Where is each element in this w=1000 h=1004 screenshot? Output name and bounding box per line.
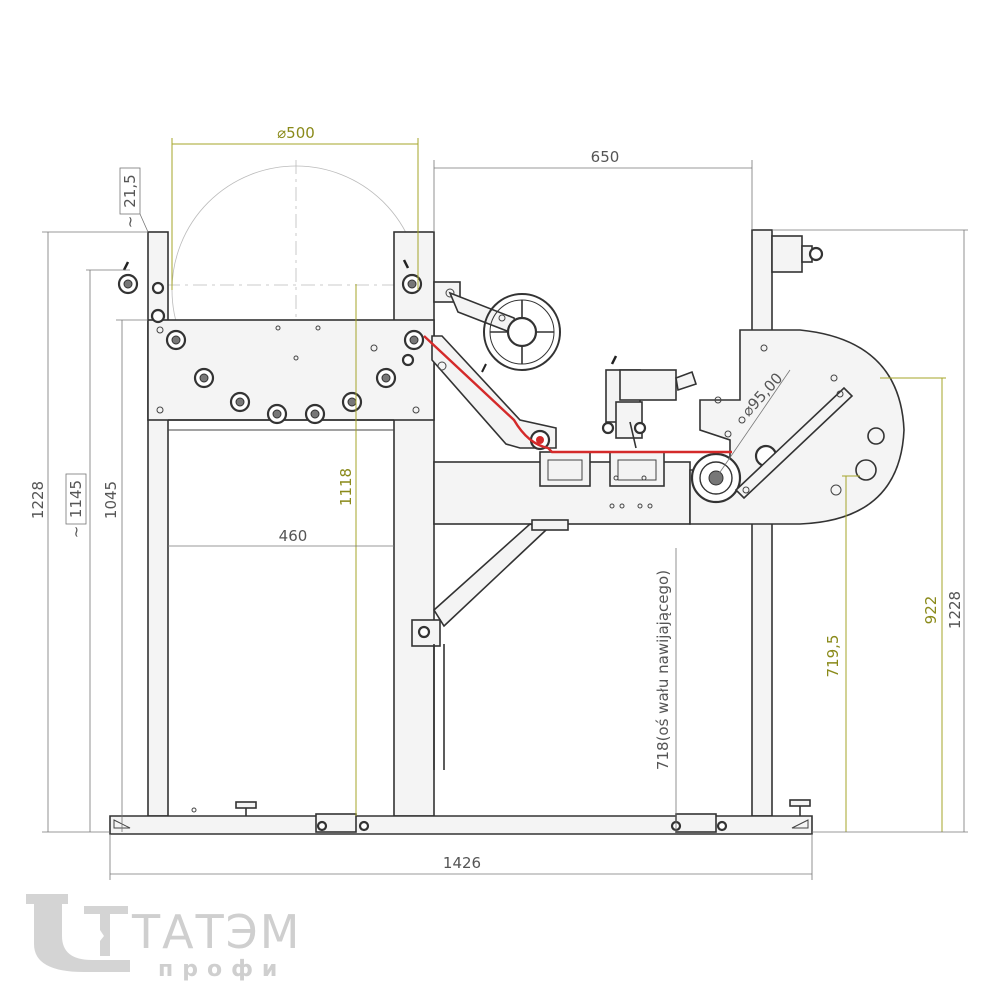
logo-subtitle: профи xyxy=(158,957,286,982)
dim-approx-21-5: ~ xyxy=(121,216,139,229)
dim-922: 922 xyxy=(922,596,940,625)
right-frame xyxy=(689,229,905,817)
dim-1228-left: 1228 xyxy=(29,481,47,519)
dim-718: 718(oś wału nawijającego) xyxy=(654,570,672,770)
logo-emblem-icon xyxy=(26,894,130,972)
dim-1118: 1118 xyxy=(337,468,355,506)
left-frame xyxy=(147,231,435,817)
dim-diameter-500: ⌀500 xyxy=(277,124,315,142)
dim-650: 650 xyxy=(591,148,620,166)
base-rail xyxy=(109,799,813,835)
dim-460: 460 xyxy=(279,527,308,545)
web-guide xyxy=(431,335,557,451)
dim-approx-1145: ~ xyxy=(67,526,85,539)
dimension-lines xyxy=(42,138,968,880)
company-logo: ТАТЭМ профи xyxy=(26,894,301,982)
dim-1045: 1045 xyxy=(102,481,120,519)
work-table xyxy=(433,451,691,525)
support-structure xyxy=(411,519,569,770)
dim-719-5: 719,5 xyxy=(824,635,842,678)
dim-1145: 1145 xyxy=(67,480,85,518)
dim-21-5: 21,5 xyxy=(121,174,139,207)
logo-name: ТАТЭМ xyxy=(131,905,301,959)
dim-1426: 1426 xyxy=(443,854,481,872)
web-path xyxy=(423,335,732,454)
dancer-arm-assembly xyxy=(433,281,561,371)
dim-1228-right: 1228 xyxy=(946,591,964,629)
print-head xyxy=(601,355,698,449)
